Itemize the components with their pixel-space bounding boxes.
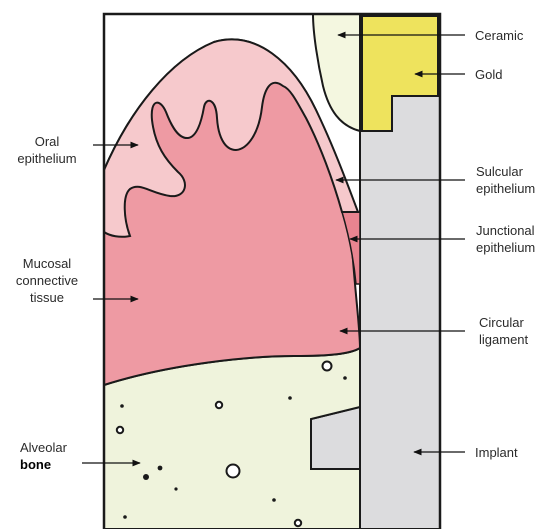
bone-dot <box>120 404 124 408</box>
bone-dot <box>143 474 149 480</box>
label-sulcular-epithelium-1: Sulcular <box>476 164 524 179</box>
bone-dot <box>343 376 347 380</box>
label-junctional-epithelium-1: Junctional <box>476 223 535 238</box>
label-sulcular-epithelium-2: epithelium <box>476 181 535 196</box>
label-alveolar-bone-2: bone <box>20 457 51 472</box>
bone-dot <box>123 515 127 519</box>
bone-pore <box>216 402 222 408</box>
label-alveolar-bone-1: Alveolar <box>20 440 68 455</box>
label-circular-ligament-1: Circular <box>479 315 524 330</box>
bone-pore <box>323 362 332 371</box>
label-gold: Gold <box>475 67 502 82</box>
bone-dot <box>288 396 292 400</box>
bone-dot <box>174 487 177 490</box>
bone-pore <box>117 427 123 433</box>
bone-dot <box>158 466 163 471</box>
label-junctional-epithelium-2: epithelium <box>476 240 535 255</box>
bone-dot <box>272 498 276 502</box>
bone-pore <box>227 465 240 478</box>
label-oral-epithelium-2: epithelium <box>17 151 76 166</box>
label-circular-ligament-2: ligament <box>479 332 529 347</box>
label-oral-epithelium-1: Oral <box>35 134 60 149</box>
label-connective-tissue-2: connective <box>16 273 78 288</box>
label-implant: Implant <box>475 445 518 460</box>
bone-pore <box>295 520 301 526</box>
label-connective-tissue-3: tissue <box>30 290 64 305</box>
label-connective-tissue-1: Mucosal <box>23 256 72 271</box>
label-ceramic: Ceramic <box>475 28 524 43</box>
